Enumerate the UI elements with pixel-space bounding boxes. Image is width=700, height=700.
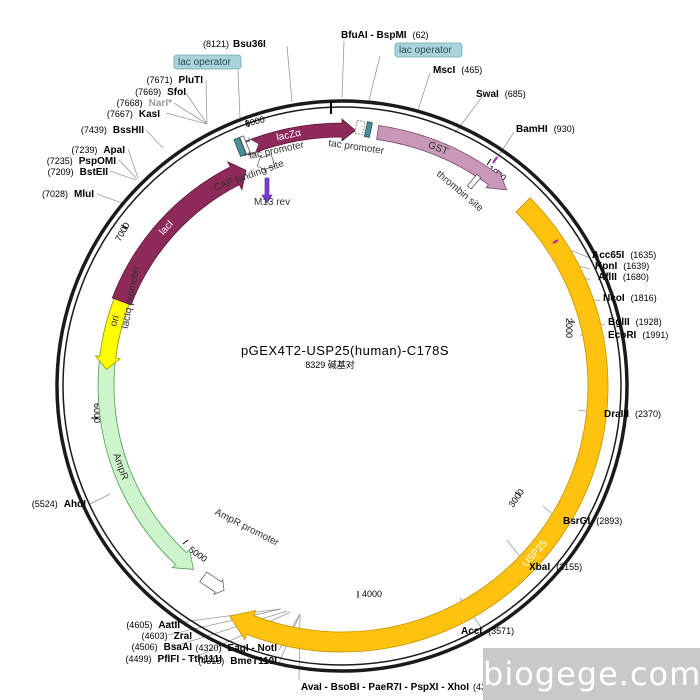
site-bsu36i: (8121)Bsu36I	[203, 39, 266, 50]
site-bsaai: (4506)BsaAI	[132, 642, 193, 653]
site-zrai: (4603)ZraI	[142, 631, 193, 642]
site-bsrgi: BsrGI(2893)	[563, 516, 622, 527]
tick-2000: 2000	[564, 318, 574, 338]
site-sfoi: (7669)SfoI	[135, 87, 186, 98]
feature-lacz-label: lacZα	[276, 128, 303, 144]
acc65i-mark	[552, 239, 559, 244]
feature-laci-arrow	[111, 161, 247, 306]
site-acci: AccI(3571)	[461, 626, 514, 637]
site-pspomi: (7235)PspOMI	[47, 156, 116, 167]
scale-ticks	[91, 119, 575, 598]
m13-rev-label: M13 rev	[254, 197, 290, 208]
site-bamhi: BamHI(930)	[516, 124, 575, 135]
site-pluti: (7671)PluTI	[147, 75, 204, 86]
site-ecori: EcoRI(1991)	[608, 330, 668, 341]
tac-promoter-marker	[354, 119, 366, 136]
site-nari: (7668)NarI*	[117, 98, 172, 109]
thrombin-site-marker	[466, 173, 482, 190]
tac-promoter-label: tac promoter	[328, 138, 386, 157]
backbone-outer	[55, 99, 629, 673]
svg-text:lac operator: lac operator	[399, 45, 452, 56]
site-draiii: DraIII(2370)	[604, 409, 661, 420]
tick-4000: 4000	[362, 589, 382, 599]
cap-site-marker	[239, 135, 251, 155]
site-bmet110i: (4315)BmeT110I	[198, 656, 277, 667]
site-xhoi-group: AvaI - BsoBI - PaeR7I - PspXI - XhoI(431…	[301, 682, 499, 693]
plasmid-size: 8329 碱基对	[305, 359, 355, 370]
site-bsshii: (7439)BssHII	[81, 125, 144, 136]
site-bglii: BglII(1928)	[608, 317, 662, 328]
site-ahdi: (5524)AhdI	[32, 499, 86, 510]
lac-operator-box-2: lac operator	[394, 42, 463, 58]
ampr-promoter-label: AmpR promoter	[213, 507, 281, 549]
lac-operator-marker-2	[363, 121, 373, 138]
tick-3000: 3000	[506, 487, 526, 509]
site-pflfi: (4499)PflFI - Tth111I	[126, 654, 223, 665]
site-mlui: (7028)MluI	[42, 189, 94, 200]
site-eagi-noti: (4320)EagI - NotI	[196, 643, 278, 654]
site-apai: (7239)ApaI	[71, 145, 125, 156]
feature-gst-arrow	[376, 125, 508, 191]
feature-ori-label: ori	[108, 314, 122, 328]
site-xbai: XbaI(3155)	[529, 562, 582, 573]
site-aatii: (4605)AatII	[126, 620, 180, 631]
site-bsteii: (7209)BstEII	[48, 167, 109, 178]
feature-usp25-arrow	[229, 197, 609, 653]
tick-6000: 6000	[92, 403, 102, 423]
site-bfuai-bspmi: BfuAI - BspMI(62)	[341, 30, 429, 41]
lac-operator-box-1: lac operator	[173, 54, 242, 70]
site-aflii: AflII(1680)	[598, 272, 649, 283]
backbone-inner	[62, 106, 622, 666]
site-swai: SwaI(685)	[476, 89, 526, 100]
site-ncoi: NcoI(1816)	[603, 293, 657, 304]
m13-rev-arrow	[261, 177, 273, 204]
watermark: biogege.com	[483, 648, 700, 700]
site-msci: MscI(465)	[433, 65, 482, 76]
site-kpni: KpnI(1639)	[595, 261, 649, 272]
site-acc65i: Acc65I(1635)	[592, 250, 656, 261]
ampr-promoter-arrow	[199, 571, 225, 595]
site-labels: (8121)Bsu36I BfuAI - BspMI(62) MscI(465)…	[32, 30, 669, 693]
svg-text:lac operator: lac operator	[178, 57, 231, 68]
feature-lacz-arrow	[242, 118, 357, 156]
bamhi-mark	[492, 156, 498, 164]
plasmid-title: pGEX4T2-USP25(human)-C178S	[241, 343, 449, 358]
site-kasi: (7667)KasI	[107, 109, 160, 120]
tick-7000: 7000	[113, 221, 132, 243]
laciq-promoter-arrow	[256, 154, 276, 173]
